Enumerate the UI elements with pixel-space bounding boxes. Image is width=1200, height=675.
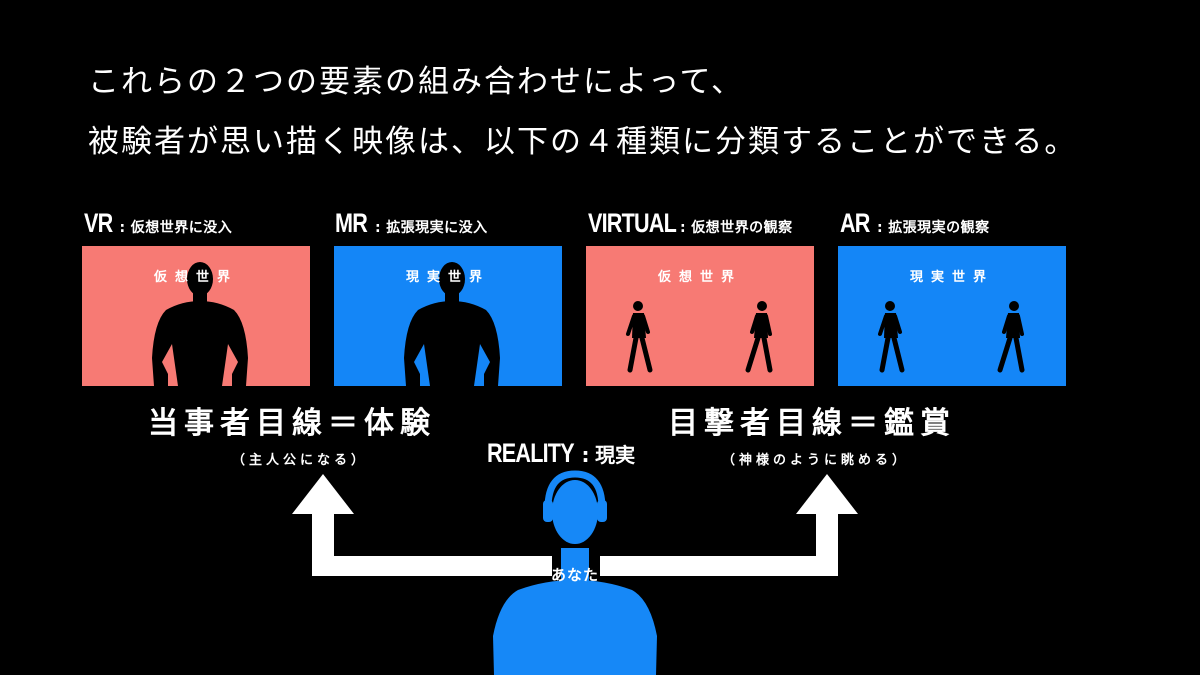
heading-line-2: 被験者が思い描く映像は、以下の４種類に分類することができる。 bbox=[88, 124, 1078, 160]
panel-label-ar: AR: 拡張現実の観察 bbox=[840, 208, 990, 239]
panel-desc-vr: 仮想世界に没入 bbox=[130, 220, 233, 236]
person-back-silhouette-icon bbox=[404, 262, 500, 386]
panel-code-ar: AR bbox=[840, 208, 870, 238]
panel-world-label: 仮想世界 bbox=[153, 270, 238, 285]
panel-desc-mr: 拡張現実に没入 bbox=[386, 220, 488, 236]
panel-world-label: 現実世界 bbox=[909, 270, 994, 285]
panel-world-label: 現実世界 bbox=[405, 270, 490, 285]
panel-label-vr: VR: 仮想世界に没入 bbox=[84, 208, 232, 239]
panel-world-label: 仮想世界 bbox=[657, 270, 742, 285]
panel-code-virtual: VIRTUAL bbox=[588, 208, 677, 238]
panel-separator: : bbox=[877, 220, 883, 236]
reality-desc: 現実 bbox=[595, 443, 636, 467]
panel-label-mr: MR: 拡張現実に没入 bbox=[335, 208, 488, 239]
walking-people-icon bbox=[626, 301, 773, 373]
reality-separator: : bbox=[581, 443, 590, 467]
arrow-up-left-icon bbox=[292, 474, 552, 576]
panel-virtual: 仮想世界 bbox=[586, 246, 814, 386]
panel-vr: 仮想世界 bbox=[82, 246, 310, 386]
panel-code-mr: MR bbox=[335, 208, 368, 238]
panel-ar: 現実世界 bbox=[838, 246, 1066, 386]
you-label: あなた bbox=[550, 566, 599, 584]
user-headphones-icon bbox=[493, 470, 657, 675]
category-left-title: 当事者目線＝体験 bbox=[148, 406, 436, 441]
reality-code: REALITY bbox=[487, 438, 575, 468]
category-right-sub: （神様のように眺める） bbox=[722, 453, 910, 468]
panel-desc-virtual: 仮想世界の観察 bbox=[691, 220, 793, 236]
walking-people-icon bbox=[878, 301, 1025, 373]
panel-code-vr: VR bbox=[84, 208, 113, 238]
panel-label-virtual: VIRTUAL: 仮想世界の観察 bbox=[588, 208, 793, 239]
category-left-sub: （主人公になる） bbox=[232, 453, 369, 468]
category-right-title: 目撃者目線＝鑑賞 bbox=[668, 406, 956, 441]
reality-label: REALITY: 現実 bbox=[487, 438, 635, 469]
panel-mr: 現実世界 bbox=[334, 246, 562, 386]
panel-desc-ar: 拡張現実の観察 bbox=[888, 220, 990, 236]
panel-separator: : bbox=[375, 220, 381, 236]
panel-separator: : bbox=[119, 220, 126, 236]
panel-separator: : bbox=[680, 220, 686, 236]
person-back-silhouette-icon bbox=[152, 262, 248, 386]
heading-line-1: これらの２つの要素の組み合わせによって、 bbox=[88, 64, 744, 100]
arrow-up-right-icon bbox=[600, 474, 858, 576]
